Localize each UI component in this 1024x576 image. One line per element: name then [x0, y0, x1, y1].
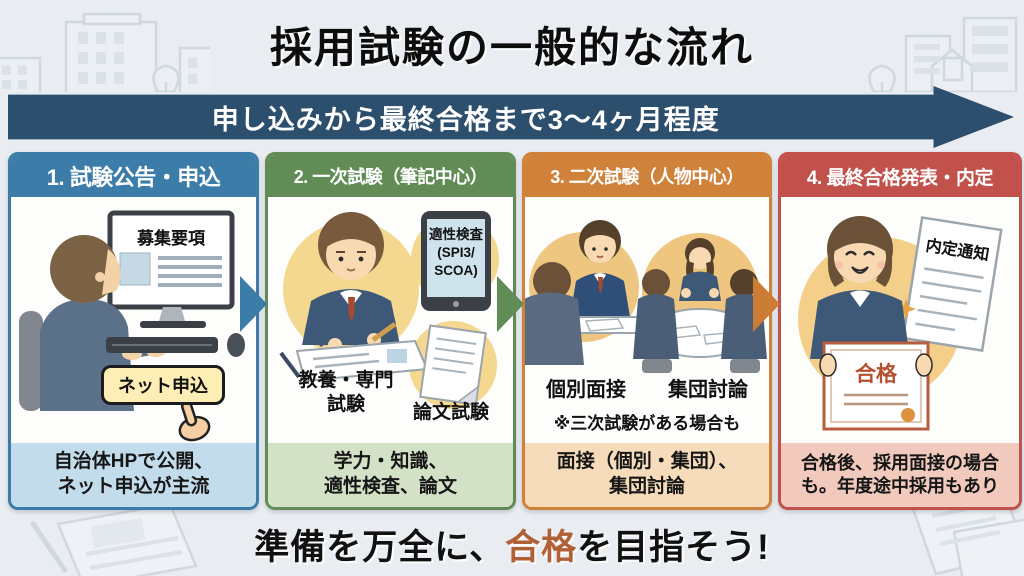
step-2-footer-line1: 学力・知識、 — [333, 451, 448, 473]
net-apply-button-illustration: ネット申込 — [101, 365, 225, 405]
timeline-banner: 申し込みから最終合格まで3〜4ヶ月程度 — [8, 86, 1014, 148]
monitor-icon: 募集要項 — [107, 210, 235, 328]
page-title: 採用試験の一般的な流れ — [269, 24, 754, 71]
step-2-footer: 学力・知識、 適性検査、論文 — [268, 443, 513, 507]
step1-to-step2-arrow-icon — [240, 276, 267, 332]
group-discussion-scene — [633, 238, 767, 373]
tablet-text-line2: (SPI3/ — [437, 245, 475, 260]
pen-icon — [279, 351, 301, 379]
step-4-footer: 合格後、採用面接の場合 も。年度途中採用もあり — [781, 443, 1019, 507]
individual-interview-label: 個別面接 — [546, 379, 626, 401]
person-at-computer-illustration: 募集要項 — [19, 210, 245, 442]
interview-labels-row: 個別面接 集団討論 — [525, 373, 769, 402]
tagline-pre: 準備を万全に、 — [254, 528, 506, 567]
essay-exam-label: 論文試験 — [412, 402, 489, 423]
tablet-text-line3: SCOA) — [434, 263, 478, 278]
written-exam-label: 教養・専門 試験 — [298, 370, 394, 415]
certificate-title: 合格 — [855, 362, 898, 386]
step-3-footer-line2: 集団討論 — [608, 476, 685, 497]
step-card-2-first-exam: 2. 一次試験（筆記中心） — [265, 152, 516, 510]
step-3-illustration-area: 個別面接 集団討論 ※三次試験がある場合も — [525, 197, 769, 443]
mouse-icon — [227, 333, 245, 357]
monitor-screen-title: 募集要項 — [136, 228, 206, 248]
interview-illustration — [525, 220, 767, 373]
step-1-illustration-area: 募集要項 — [11, 197, 256, 443]
writing-person — [302, 212, 400, 352]
step-2-header: 2. 一次試験（筆記中心） — [268, 155, 513, 197]
step-4-footer-line2: も。年度途中採用もあり — [801, 476, 999, 496]
pass-certificate-icon: 合格 — [819, 341, 933, 431]
timeline-arrow-shape — [8, 86, 1014, 148]
individual-interview-scene — [525, 220, 660, 365]
step-3-header: 3. 二次試験（人物中心） — [525, 155, 769, 197]
essay-paper-icon — [419, 324, 487, 406]
answer-sheet-icon — [279, 339, 429, 383]
timeline-banner-label: 申し込みから最終合格まで3〜4ヶ月程度 — [211, 104, 720, 135]
step-1-footer-line1: 自治体HPで公開、 — [53, 451, 214, 473]
sparkle-icon — [896, 299, 916, 319]
step-3-footer-line1: 面接（個別・集団）、 — [556, 451, 738, 473]
chair-icon — [19, 311, 43, 411]
step-1-footer: 自治体HPで公開、 ネット申込が主流 — [11, 443, 256, 507]
tagline-highlight: 合格 — [505, 528, 578, 567]
step-2-footer-line2: 適性検査、論文 — [323, 476, 457, 497]
step-2-illustration-area: 適性検査 (SPI3/ SCOA) 教養・専門 試験 論文試験 — [268, 197, 513, 443]
step-1-header: 1. 試験公告・申込 — [11, 155, 256, 197]
step3-to-step4-arrow-icon — [753, 276, 780, 332]
step-3-footer: 面接（個別・集団）、 集団討論 — [525, 443, 769, 507]
pass-certificate-illustration: 内定通知 — [798, 216, 1003, 431]
offer-letter-icon: 内定通知 — [901, 216, 1003, 352]
step-card-4-final-offer: 4. 最終合格発表・内定 内定通知 — [778, 152, 1022, 510]
writing-exam-illustration: 適性検査 (SPI3/ SCOA) — [279, 211, 499, 409]
step-4-footer-line1: 合格後、採用面接の場合 — [801, 452, 999, 473]
step2-to-step3-arrow-icon — [497, 276, 524, 332]
step-4-header: 4. 最終合格発表・内定 — [781, 155, 1019, 197]
bottom-tagline: 準備を万全に、合格を目指そう! — [0, 519, 1024, 570]
group-discussion-label: 集団討論 — [668, 379, 748, 401]
step-1-footer-line2: ネット申込が主流 — [57, 476, 210, 497]
step-card-3-second-exam: 3. 二次試験（人物中心） — [522, 152, 772, 510]
step-4-illustration-area: 内定通知 — [781, 197, 1019, 443]
step-card-1-announcement: 1. 試験公告・申込 募集要項 — [8, 152, 259, 510]
tagline-post: を目指そう! — [577, 528, 770, 567]
aptitude-test-tablet-icon: 適性検査 (SPI3/ SCOA) — [421, 211, 491, 311]
third-exam-note: ※三次試験がある場合も — [553, 414, 741, 433]
tablet-text-line1: 適性検査 — [429, 226, 483, 242]
